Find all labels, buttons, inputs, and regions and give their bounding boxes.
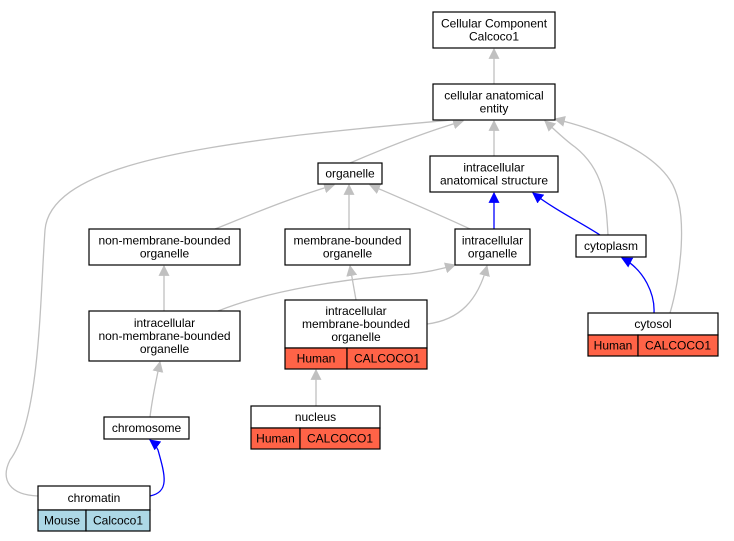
node-label: non-membrane-bounded [98,329,230,343]
gene-cell [637,334,719,357]
node-label: organelle [140,247,190,261]
edge-organelle-to-cae [349,118,465,164]
species-label: Mouse [44,514,80,528]
node-box [284,228,411,266]
node-label: organelle [325,167,375,181]
node-box [429,155,559,193]
node-label: chromosome [112,421,182,435]
node-box [284,299,428,349]
gene-label: CALCOCO1 [645,339,711,353]
edge-inmbo-to-io [217,262,457,312]
node-box [317,162,383,185]
node-inmbo[interactable]: intracellularnon-membrane-boundedorganel… [88,310,241,362]
node-box [37,485,151,511]
edge-io-to-organelle [368,183,471,230]
node-label: organelle [323,247,373,261]
edge-imbo-to-io [426,264,490,325]
node-organelle[interactable]: organelle [317,162,383,185]
node-box [103,416,190,440]
gene-label: CALCOCO1 [354,352,420,366]
node-label: organelle [140,342,190,356]
edge-chromatin-to-chromosome [149,439,165,497]
node-label: intracellular [462,234,523,248]
node-box [454,228,531,266]
gene-cell [299,427,381,450]
edge-cytosol-to-cae [553,116,683,314]
node-label: cytoplasm [584,239,638,253]
edge-imbo-to-mbo [346,264,358,301]
edge-chromatin-to-cae [5,114,465,497]
node-chromosome[interactable]: chromosome [103,416,190,440]
node-box [432,11,556,49]
node-label: Cellular Component [441,17,548,31]
node-label: organelle [468,247,518,261]
node-label: organelle [331,330,381,344]
node-label: membrane-bounded [302,317,410,331]
edges-layer [5,47,683,497]
node-label: membrane-bounded [293,234,401,248]
node-box [432,83,556,121]
species-label: Human [256,432,295,446]
node-imbo[interactable]: intracellularmembrane-boundedorganelleHu… [284,299,428,370]
gene-label: Calcoco1 [93,514,143,528]
edge-cytoplasm-to-cae [544,120,609,236]
edge-chromosome-to-inmbo [149,360,164,418]
node-label: entity [480,102,509,116]
node-label: intracellular [463,161,524,175]
node-label: chromatin [68,491,121,505]
edge-nmbo-to-organelle [214,182,336,230]
node-label: intracellular [325,304,386,318]
node-box [575,234,647,258]
species-label: Human [594,339,633,353]
gene-cell [85,509,151,532]
node-label: non-membrane-bounded [98,234,230,248]
node-label: anatomical structure [440,174,548,188]
node-label: intracellular [134,316,195,330]
gene-cell [346,347,428,370]
node-label: nucleus [295,410,336,424]
node-cytoplasm[interactable]: cytoplasm [575,234,647,258]
species-label: Human [297,352,336,366]
edge-cytosol-to-cytoplasm [621,257,655,314]
node-label: cellular anatomical [444,89,543,103]
node-label: Calcoco1 [469,30,519,44]
edge-cytoplasm-to-ias [532,192,601,236]
node-label: cytosol [634,317,671,331]
node-box [88,228,241,266]
node-box [88,310,241,362]
gene-label: CALCOCO1 [307,432,373,446]
